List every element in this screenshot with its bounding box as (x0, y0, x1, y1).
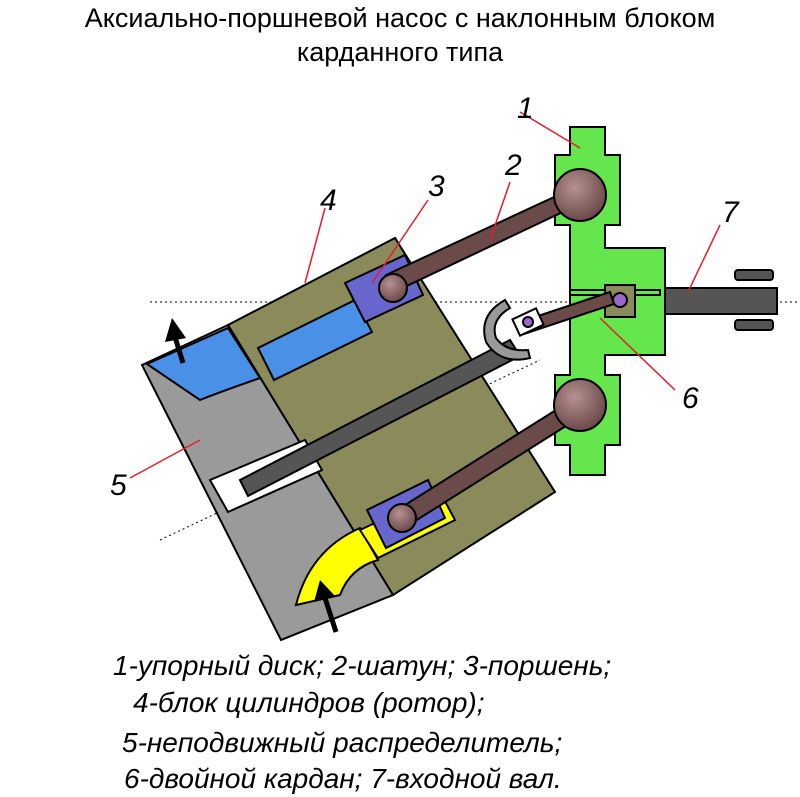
input-shaft (664, 287, 778, 315)
callout-4: 4 (320, 184, 337, 217)
upper-cylinder-bore (256, 298, 374, 382)
legend-line-3: 5-неподвижный распределитель; (122, 727, 563, 758)
leader-2 (489, 181, 511, 241)
upper-piston-ball (378, 273, 408, 303)
lower-piston-ball (387, 503, 417, 533)
inlet-channel (294, 526, 380, 607)
cardan-pin (522, 316, 534, 328)
hub-pin (612, 292, 628, 308)
bearing-top (734, 269, 774, 281)
callout-2: 2 (504, 149, 522, 182)
cardan-yoke (483, 298, 532, 361)
bearing-bottom (734, 319, 774, 331)
inlet-arrow (314, 580, 339, 633)
callout-5: 5 (110, 469, 127, 502)
leader-7 (687, 224, 721, 293)
callout-1: 1 (517, 92, 534, 125)
legend-line-4: 6-двойной кардан; 7-входной вал. (124, 763, 562, 794)
legend-line-1: 1-упорный диск; 2-шатун; 3-поршень; (113, 650, 612, 681)
leader-6 (599, 317, 676, 391)
callout-3: 3 (428, 170, 445, 203)
leader-1 (519, 111, 581, 149)
legend-line-2: 4-блок цилиндров (ротор); (133, 687, 485, 718)
callout-6: 6 (682, 382, 699, 415)
leader-4 (304, 207, 326, 284)
leader-5 (129, 439, 201, 479)
outlet-channel (144, 326, 262, 402)
lower-rod-ball (553, 378, 607, 432)
title-line-1: Аксиально-поршневой насос с наклонным бл… (84, 3, 716, 33)
outlet-arrow (165, 318, 186, 364)
leader-3 (371, 199, 429, 284)
callout-7: 7 (722, 196, 740, 229)
upper-rod-ball (553, 168, 607, 222)
title-line-2: карданного типа (296, 37, 504, 67)
